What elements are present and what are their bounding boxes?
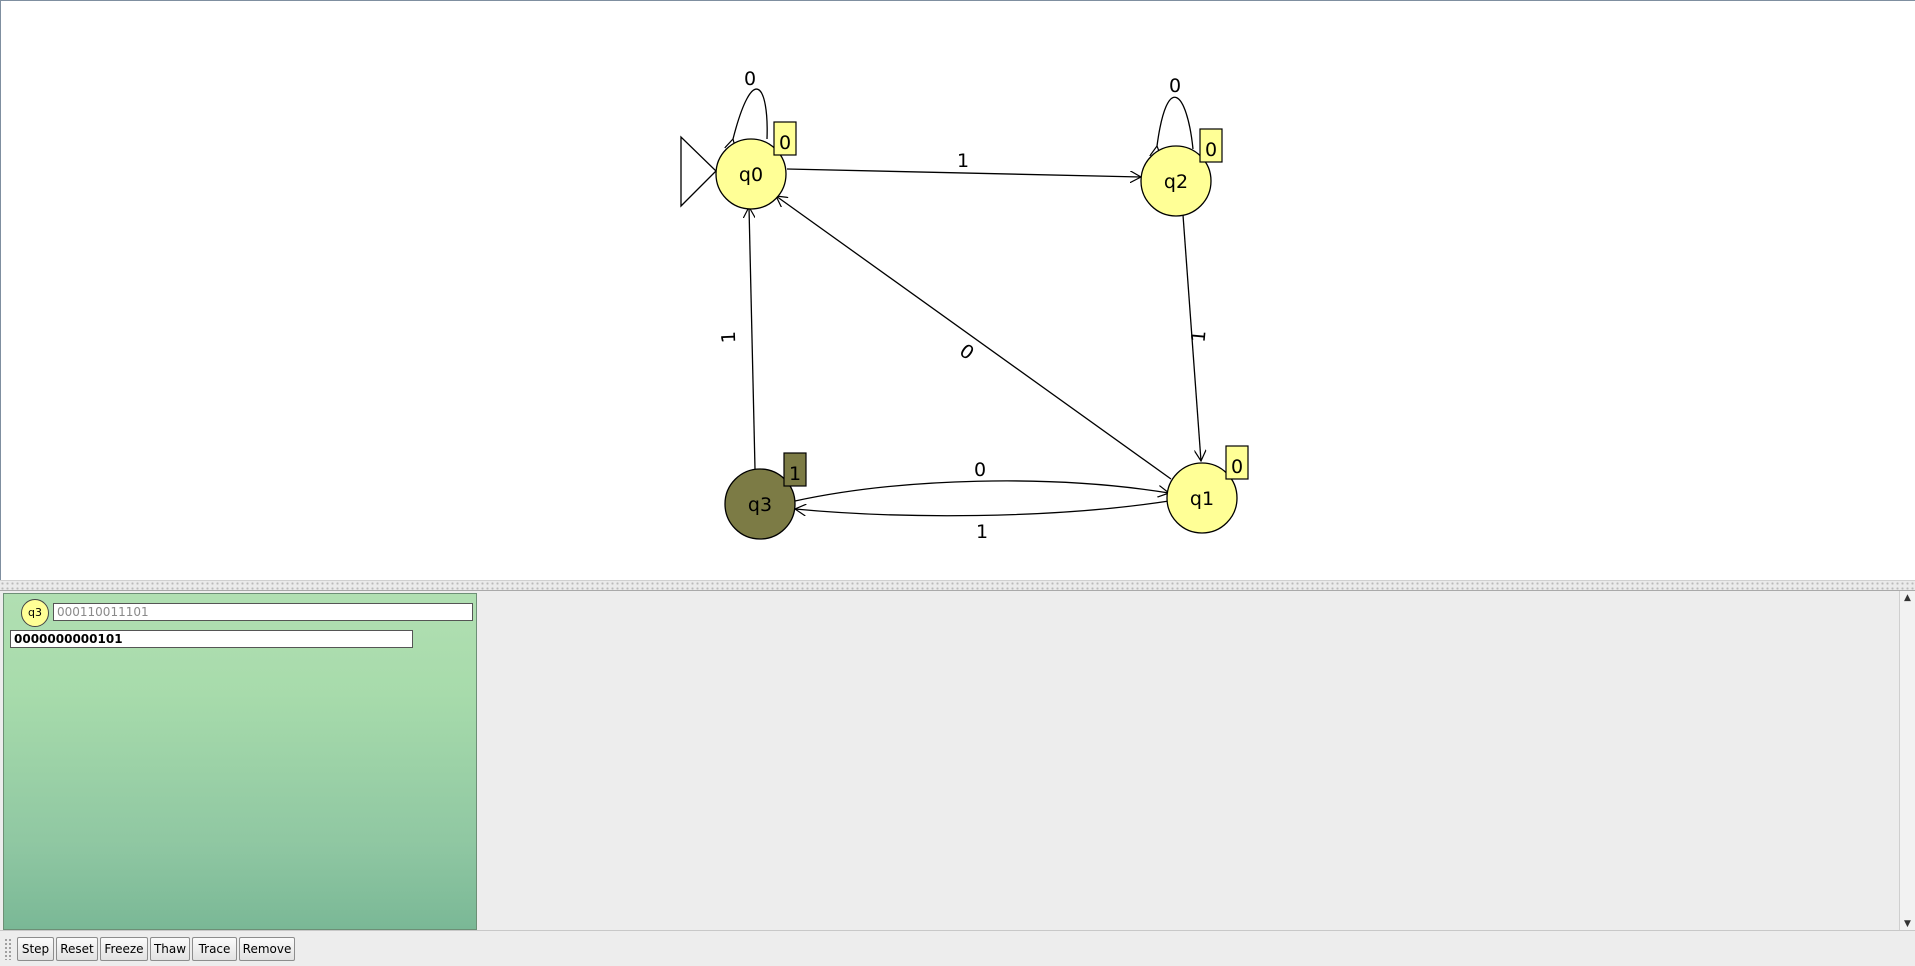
reset-button[interactable]: Reset bbox=[56, 937, 98, 961]
automaton-canvas[interactable]: 0 0 1 1 0 1 0 1 q0 0 q2 bbox=[0, 0, 1915, 580]
current-state-badge: q3 bbox=[21, 599, 49, 627]
transition-q0-q0[interactable] bbox=[733, 88, 768, 139]
vertical-scrollbar[interactable]: ▲ ▼ bbox=[1899, 591, 1915, 931]
simulation-area: q3 000110011101 0000000000101 ▲ ▼ bbox=[0, 590, 1915, 931]
transition-q2-q1[interactable] bbox=[1182, 214, 1201, 461]
simulator-toolbar: Step Reset Freeze Thaw Trace Remove bbox=[0, 930, 1915, 966]
transition-q3-q1[interactable] bbox=[794, 480, 1169, 502]
svg-text:0: 0 bbox=[1205, 139, 1217, 161]
state-q2[interactable]: q2 bbox=[1140, 145, 1212, 217]
transition-q1-q3[interactable] bbox=[795, 500, 1170, 517]
output-box-q2: 0 bbox=[1199, 128, 1223, 163]
output-box-q3: 1 bbox=[783, 452, 807, 487]
svg-text:1: 1 bbox=[789, 463, 801, 485]
transition-label-q2-q1: 1 bbox=[1188, 329, 1211, 343]
step-button[interactable]: Step bbox=[17, 937, 54, 961]
state-label-q2: q2 bbox=[1164, 171, 1188, 193]
svg-text:0: 0 bbox=[1231, 456, 1243, 478]
transition-q3-q0[interactable] bbox=[749, 207, 756, 470]
transition-q2-q2[interactable] bbox=[1157, 96, 1194, 149]
transition-label-q1-q3: 1 bbox=[976, 521, 988, 543]
state-q1[interactable]: q1 bbox=[1166, 462, 1238, 534]
state-q3[interactable]: q3 bbox=[724, 468, 796, 540]
configuration-panel[interactable]: q3 000110011101 0000000000101 bbox=[3, 593, 477, 930]
output-tape: 0000000000101 bbox=[10, 630, 413, 648]
scroll-down-icon[interactable]: ▼ bbox=[1904, 919, 1911, 929]
transition-label-q1-q0: 0 bbox=[955, 340, 978, 365]
state-label-q0: q0 bbox=[739, 164, 763, 186]
transition-q1-q0[interactable] bbox=[776, 196, 1172, 480]
remaining-input-tape: 000110011101 bbox=[53, 603, 473, 621]
transition-label-q3-q0: 1 bbox=[718, 331, 740, 344]
thaw-button[interactable]: Thaw bbox=[150, 937, 190, 961]
trace-button[interactable]: Trace bbox=[192, 937, 237, 961]
split-pane-divider[interactable] bbox=[0, 580, 1915, 591]
state-q0[interactable]: q0 bbox=[715, 138, 787, 210]
state-label-q3: q3 bbox=[748, 494, 772, 516]
transition-label-q0-q2: 1 bbox=[957, 150, 969, 172]
initial-state-marker bbox=[680, 135, 717, 208]
output-box-q0: 0 bbox=[773, 121, 797, 156]
output-box-q1: 0 bbox=[1225, 445, 1249, 480]
freeze-button[interactable]: Freeze bbox=[100, 937, 148, 961]
state-label-q1: q1 bbox=[1190, 488, 1214, 510]
transition-label-q3-q1: 0 bbox=[974, 459, 986, 481]
automaton-diagram[interactable]: 0 0 1 1 0 1 0 1 q0 0 q2 bbox=[1, 1, 1915, 581]
transition-label-q2-q2: 0 bbox=[1169, 75, 1181, 97]
svg-text:0: 0 bbox=[779, 132, 791, 154]
transition-q0-q2[interactable] bbox=[786, 168, 1141, 177]
scroll-up-icon[interactable]: ▲ bbox=[1904, 593, 1911, 603]
transition-label-q0-q0: 0 bbox=[744, 68, 756, 90]
remove-button[interactable]: Remove bbox=[239, 937, 295, 961]
toolbar-grip-icon[interactable] bbox=[4, 938, 12, 960]
